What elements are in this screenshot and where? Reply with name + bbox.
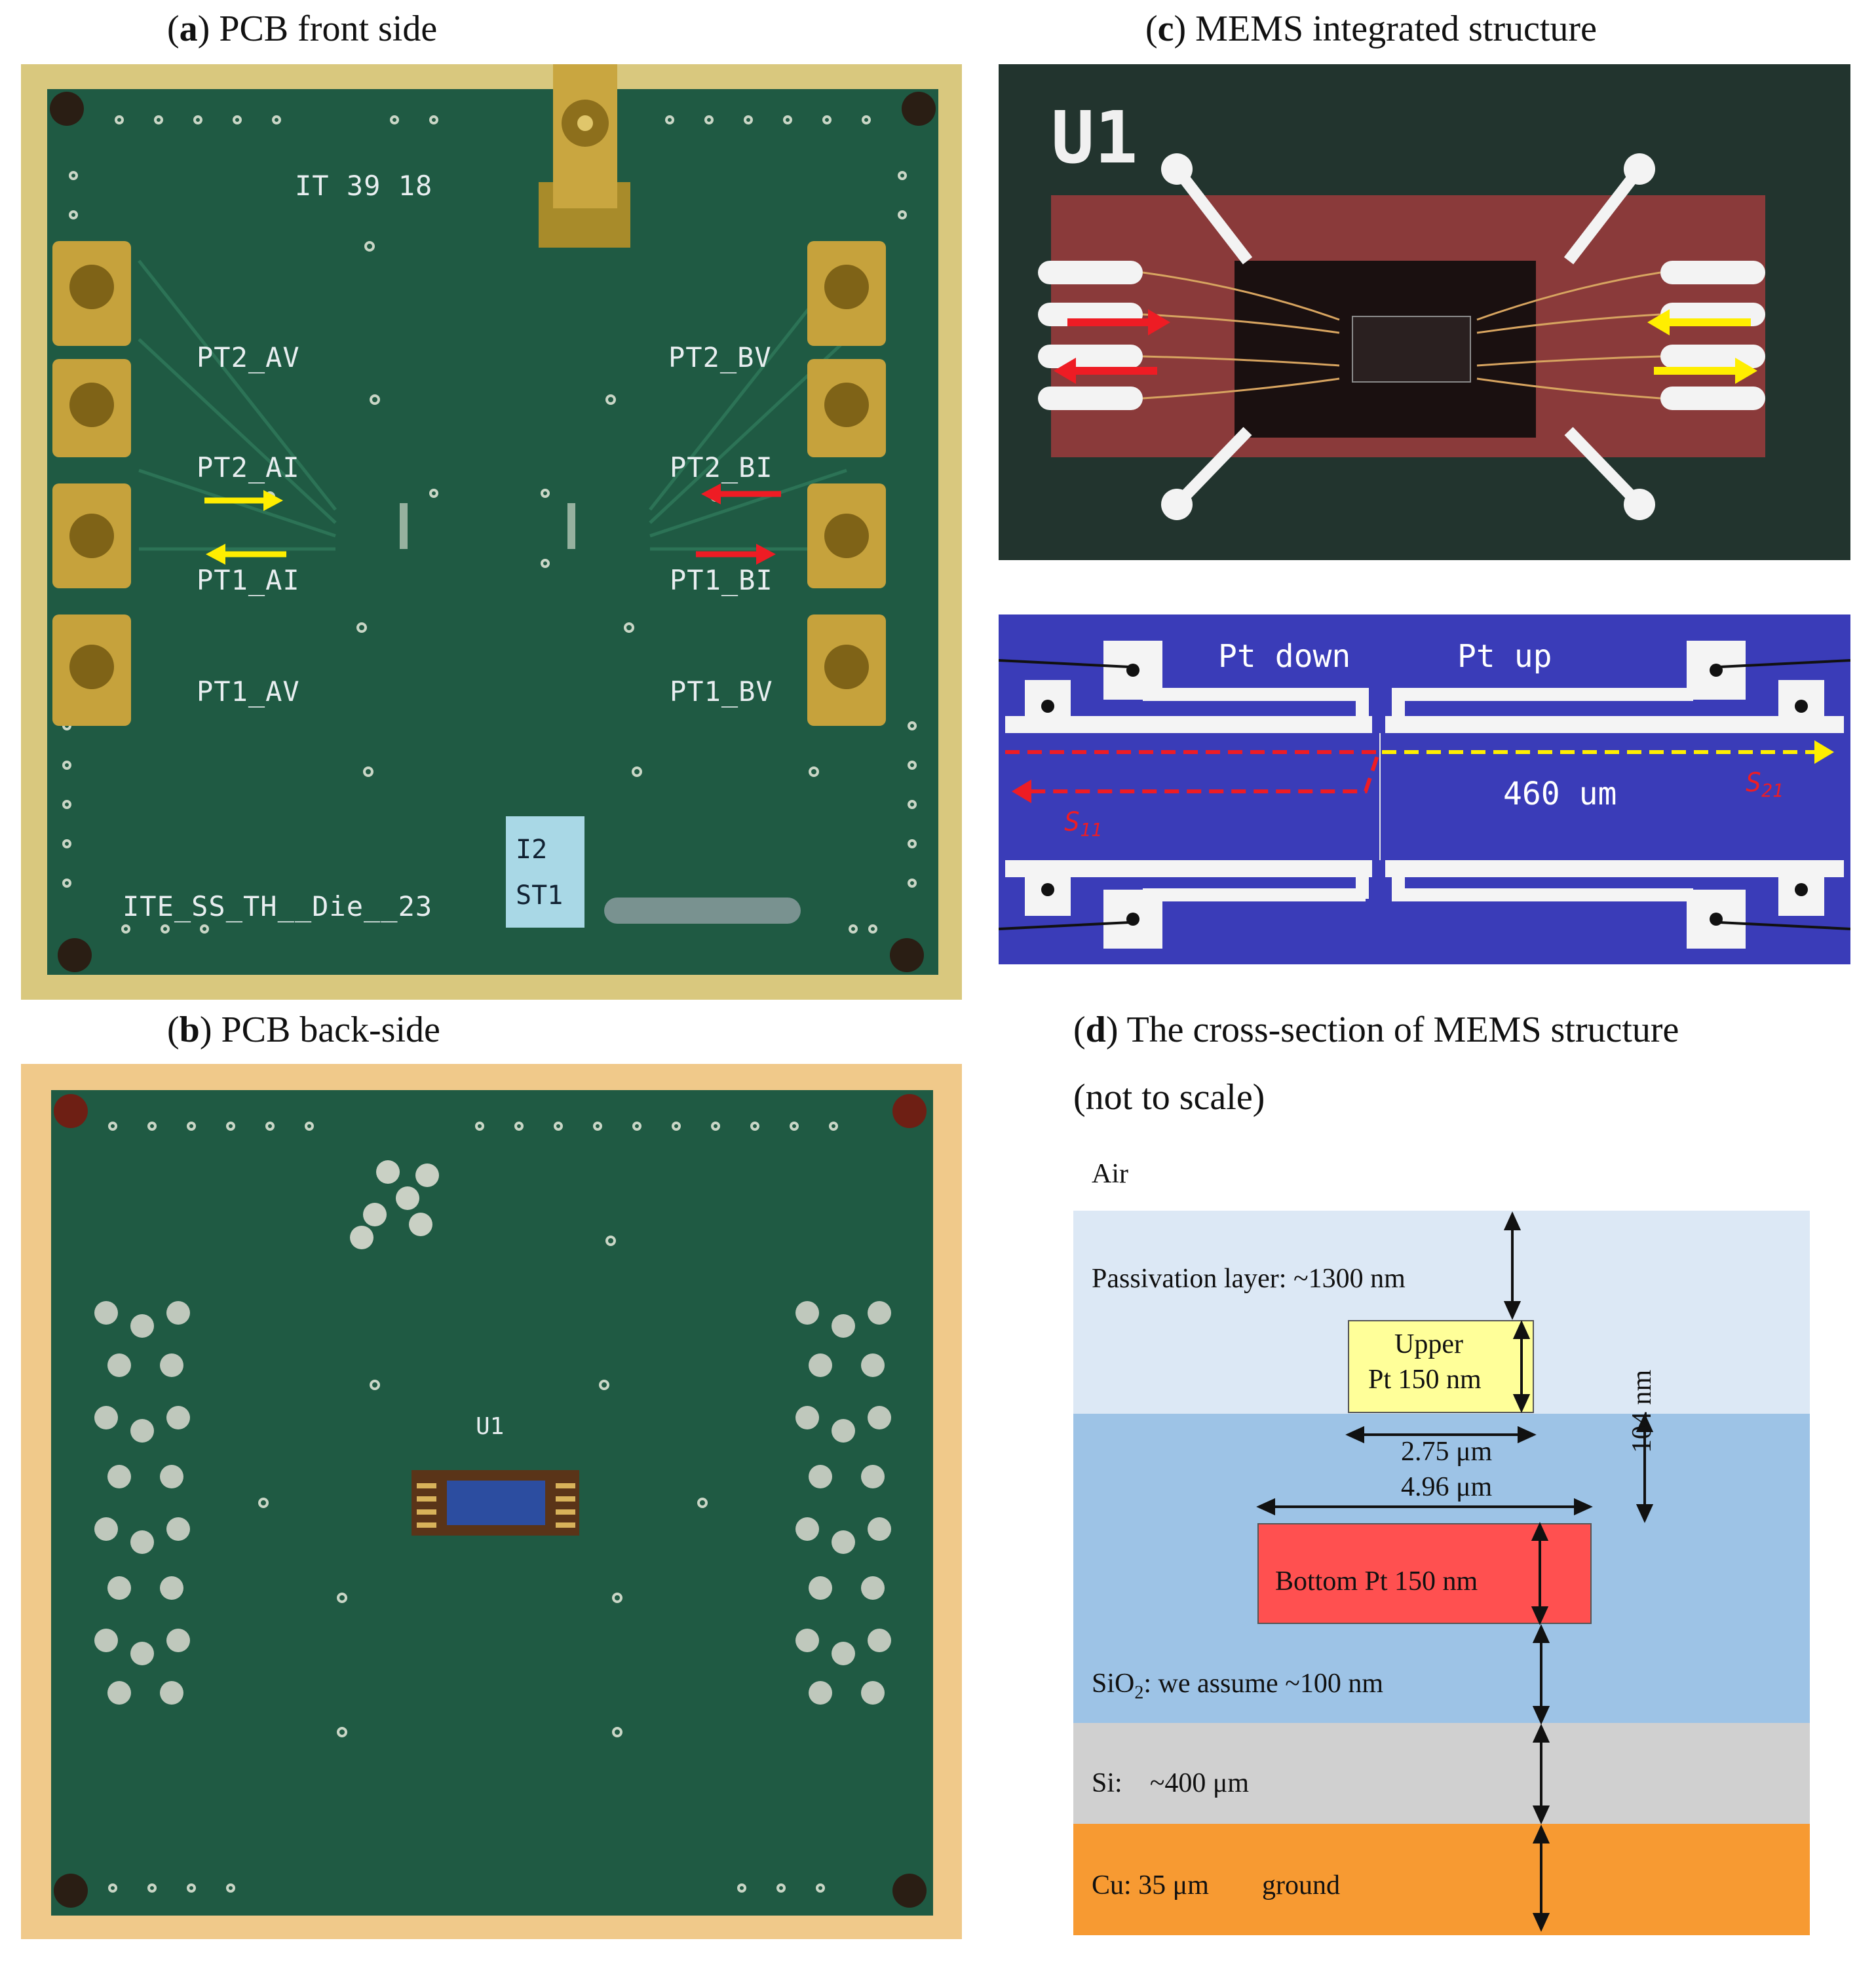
cu-label: Cu: 35 μm — [1092, 1870, 1209, 1900]
s11-label: S11 — [1064, 807, 1102, 841]
back-u1-label: U1 — [476, 1413, 504, 1440]
upper-pt-label-1: Upper — [1394, 1329, 1463, 1359]
arrow-red-left — [701, 483, 781, 504]
sticker-line1: I2 — [516, 835, 547, 865]
die-label: ITE_SS_TH__Die__23 — [123, 890, 432, 922]
pt-up-label: Pt up — [1457, 638, 1552, 675]
pcb-front-photo: IT 39 18 PT2_AV PT2_AI PT1_AI PT1_AV PT2… — [21, 64, 962, 1000]
sticker — [506, 816, 584, 928]
gap-label: 104 nm — [1627, 1369, 1657, 1453]
arrow-yellow-right — [204, 490, 283, 511]
cu-layer — [1073, 1824, 1810, 1935]
bottom-pt-label: Bottom Pt 150 nm — [1275, 1566, 1478, 1597]
mems-arrow-yellow-right — [1654, 358, 1757, 384]
arrow-yellow-left — [206, 544, 286, 565]
port-label-pt1-ai: PT1_AI — [197, 564, 300, 596]
port-label-pt1-bv: PT1_BV — [670, 675, 773, 708]
mems-arrow-red-left — [1054, 358, 1157, 384]
port-label-pt1-av: PT1_AV — [197, 675, 300, 708]
caption-c: (c) MEMS integrated structure — [1145, 9, 1597, 49]
s21-path — [1382, 740, 1834, 764]
s21-label: S21 — [1746, 768, 1784, 801]
port-label-pt1-bi: PT1_BI — [670, 564, 773, 596]
mems-arrow-yellow-left — [1647, 309, 1751, 335]
port-label-pt2-av: PT2_AV — [197, 341, 300, 373]
arrow-red-right — [696, 544, 776, 565]
upper-pt-label-2: Pt 150 nm — [1368, 1365, 1482, 1395]
caption-b: (b) PCB back-side — [167, 1010, 440, 1050]
sma-connector-top — [539, 64, 630, 248]
bottom-width-label: 4.96 μm — [1401, 1472, 1493, 1502]
s11-path — [1005, 750, 1382, 793]
blurred-label — [604, 898, 801, 924]
si-label: Si: ~400 μm — [1092, 1768, 1250, 1798]
pcb-back-photo: U1 — [21, 1064, 962, 1939]
cross-section-diagram — [1073, 1211, 1810, 1935]
sticker-line2: ST1 — [516, 880, 563, 911]
mems-chip-photo: U1 — [999, 64, 1850, 560]
mems-u1-label: U1 — [1051, 96, 1138, 180]
mems-arrow-red-right — [1067, 309, 1170, 335]
port-label-pt2-bi: PT2_BI — [670, 451, 773, 483]
length-label: 460 um — [1503, 776, 1617, 812]
caption-d: (d) The cross-section of MEMS structure — [1073, 1010, 1679, 1050]
mems-micrograph: Pt down Pt up 460 um S11 S21 — [999, 614, 1850, 964]
caption-d-line2: (not to scale) — [1073, 1077, 1265, 1118]
passivation-label: Passivation layer: ~1300 nm — [1092, 1264, 1406, 1294]
air-label: Air — [1092, 1159, 1128, 1189]
port-label-pt2-bv: PT2_BV — [668, 341, 772, 373]
sio2-label: SiO2: we assume ~100 nm — [1092, 1669, 1384, 1703]
port-label-pt2-ai: PT2_AI — [197, 451, 300, 483]
pt-down-label: Pt down — [1218, 638, 1350, 675]
upper-pt-electrode — [1348, 1320, 1534, 1413]
ground-label: ground — [1262, 1870, 1340, 1900]
board-id-label: IT 39 18 — [295, 170, 432, 202]
caption-a: (a) PCB front side — [167, 9, 438, 49]
si-layer — [1073, 1723, 1810, 1824]
mems-chip-on-board — [412, 1470, 579, 1536]
upper-width-label: 2.75 μm — [1401, 1437, 1493, 1467]
